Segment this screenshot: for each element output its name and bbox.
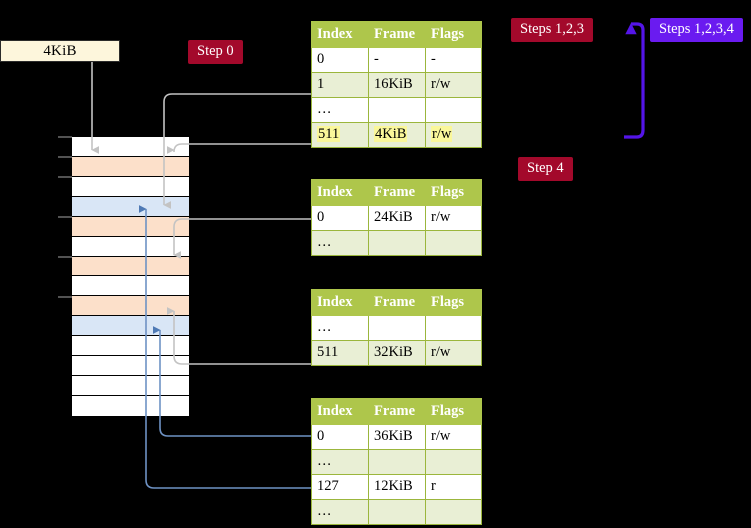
table-row: … — [311, 499, 482, 525]
table-cell-frame — [368, 315, 426, 341]
column-header-flags: Flags — [425, 289, 482, 316]
table-cell-flags: r — [425, 474, 482, 500]
table-cell-index: … — [311, 499, 369, 525]
table-cell-flags: r/w — [425, 340, 482, 366]
table-cell-flags: - — [425, 47, 482, 73]
table-cell-index: … — [311, 449, 369, 475]
column-header-index: Index — [311, 398, 369, 425]
table-cell-flags: r/w — [425, 205, 482, 231]
table-cell-frame — [368, 230, 426, 256]
table-cell-flags: r/w — [425, 122, 482, 148]
column-header-frame: Frame — [368, 289, 426, 316]
column-header-frame: Frame — [368, 21, 426, 48]
table-cell-index: 511 — [311, 122, 369, 148]
memory-frame-row — [72, 216, 189, 237]
table-cell-frame: 12KiB — [368, 474, 426, 500]
steps-123-badge: Steps 1,2,3 — [511, 18, 594, 42]
table-row: … — [311, 449, 482, 475]
memory-frame-row — [72, 176, 189, 197]
table-cell-index: 0 — [311, 47, 369, 73]
table-cell-index: 1 — [311, 72, 369, 98]
memory-frame-row — [72, 156, 189, 177]
table-cell-flags — [425, 97, 482, 123]
table-cell-index: … — [311, 97, 369, 123]
memory-frame-row — [72, 137, 189, 157]
memory-frame-row — [72, 316, 189, 337]
table-cell-flags — [425, 230, 482, 256]
physical-memory-column — [71, 136, 190, 416]
table-cell-frame: 32KiB — [368, 340, 426, 366]
table-row: 0-- — [311, 47, 482, 73]
table-cell-index: 127 — [311, 474, 369, 500]
memory-frame-row — [72, 395, 189, 416]
table-cell-index: 0 — [311, 424, 369, 450]
step-4-badge: Step 4 — [518, 157, 573, 181]
table-cell-index: 511 — [311, 340, 369, 366]
column-header-flags: Flags — [425, 21, 482, 48]
table-cell-index: … — [311, 315, 369, 341]
memory-frame-row — [72, 196, 189, 217]
table-cell-index: … — [311, 230, 369, 256]
table-cell-frame: 36KiB — [368, 424, 426, 450]
memory-frame-row — [72, 236, 189, 257]
column-header-index: Index — [311, 179, 369, 206]
frame-size-label: 4KiB — [0, 40, 120, 62]
table-cell-frame: 4KiB — [368, 122, 426, 148]
table-cell-frame: 16KiB — [368, 72, 426, 98]
table-cell-flags — [425, 449, 482, 475]
table-cell-frame — [368, 499, 426, 525]
step-0-badge: Step 0 — [188, 40, 243, 64]
steps-1234-badge: Steps 1,2,3,4 — [650, 18, 743, 42]
table-cell-flags — [425, 315, 482, 341]
memory-frame-row — [72, 356, 189, 377]
table-row: … — [311, 315, 482, 341]
table-cell-frame — [368, 97, 426, 123]
memory-frame-row — [72, 376, 189, 396]
memory-frame-row — [72, 296, 189, 317]
table-row: … — [311, 230, 482, 256]
memory-frame-row — [72, 276, 189, 297]
table-cell-flags: r/w — [425, 424, 482, 450]
table-cell-flags: r/w — [425, 72, 482, 98]
memory-frame-row — [72, 256, 189, 277]
table-cell-flags — [425, 499, 482, 525]
table-cell-frame: - — [368, 47, 426, 73]
column-header-index: Index — [311, 21, 369, 48]
table-cell-index: 0 — [311, 205, 369, 231]
column-header-flags: Flags — [425, 179, 482, 206]
column-header-frame: Frame — [368, 179, 426, 206]
table-row: … — [311, 97, 482, 123]
column-header-flags: Flags — [425, 398, 482, 425]
memory-frame-row — [72, 336, 189, 357]
table-cell-frame: 24KiB — [368, 205, 426, 231]
table-cell-frame — [368, 449, 426, 475]
column-header-index: Index — [311, 289, 369, 316]
column-header-frame: Frame — [368, 398, 426, 425]
